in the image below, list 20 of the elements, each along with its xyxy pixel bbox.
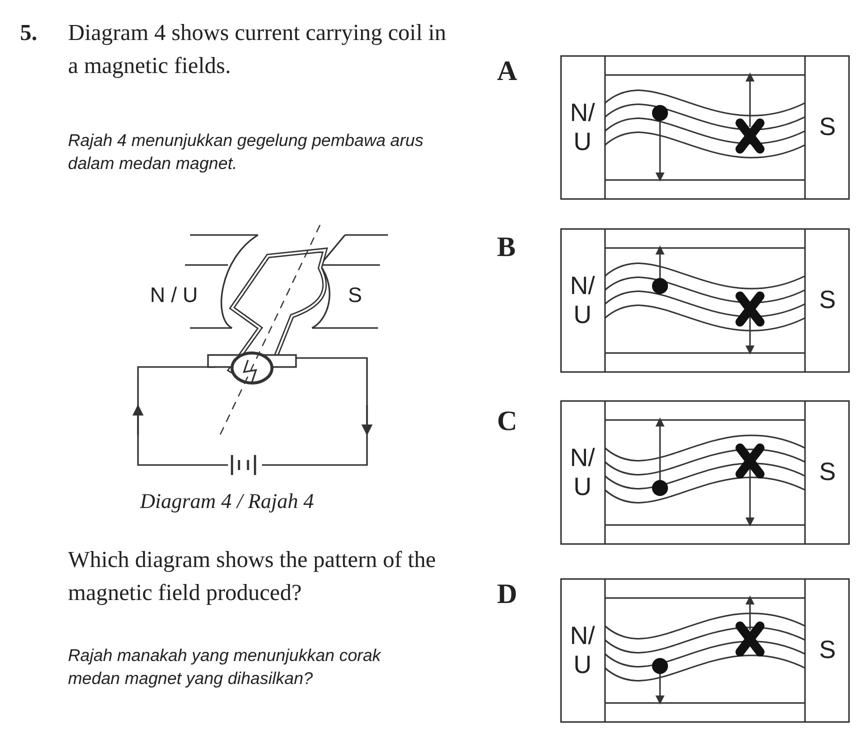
- pole-letter: N/ U: [569, 98, 596, 158]
- question-text: Diagram 4 shows current carrying coil in a magnetic fields.: [68, 19, 448, 80]
- question-number: 5.: [20, 19, 38, 47]
- question-text: Rajah 4 menunjukkan gegelung pembawa arus dalam medan magnet.: [68, 130, 424, 175]
- option-letter: A: [497, 55, 518, 89]
- pole-letter: S: [818, 635, 837, 666]
- pole-letter: S: [818, 112, 837, 144]
- pole-letter: N/ U: [569, 620, 596, 680]
- pole-letter: S: [818, 457, 837, 488]
- option-letter: B: [497, 231, 517, 265]
- pole-letter: N/ U: [569, 270, 596, 330]
- pole-letter: S: [818, 285, 837, 316]
- option-letter: C: [497, 405, 518, 439]
- option-letter: D: [497, 578, 518, 612]
- pole-label: N / U: [150, 283, 198, 309]
- pole-label: S: [348, 283, 362, 309]
- figure-caption: Diagram 4 / Rajah 4: [140, 488, 314, 515]
- pole-letter: N/ U: [569, 442, 596, 502]
- question-text: Rajah manakah yang menunjukkan corak medan magnet yang dihasilkan?: [68, 645, 382, 690]
- question-text: Which diagram shows the pattern of the magnetic field produced?: [68, 546, 437, 608]
